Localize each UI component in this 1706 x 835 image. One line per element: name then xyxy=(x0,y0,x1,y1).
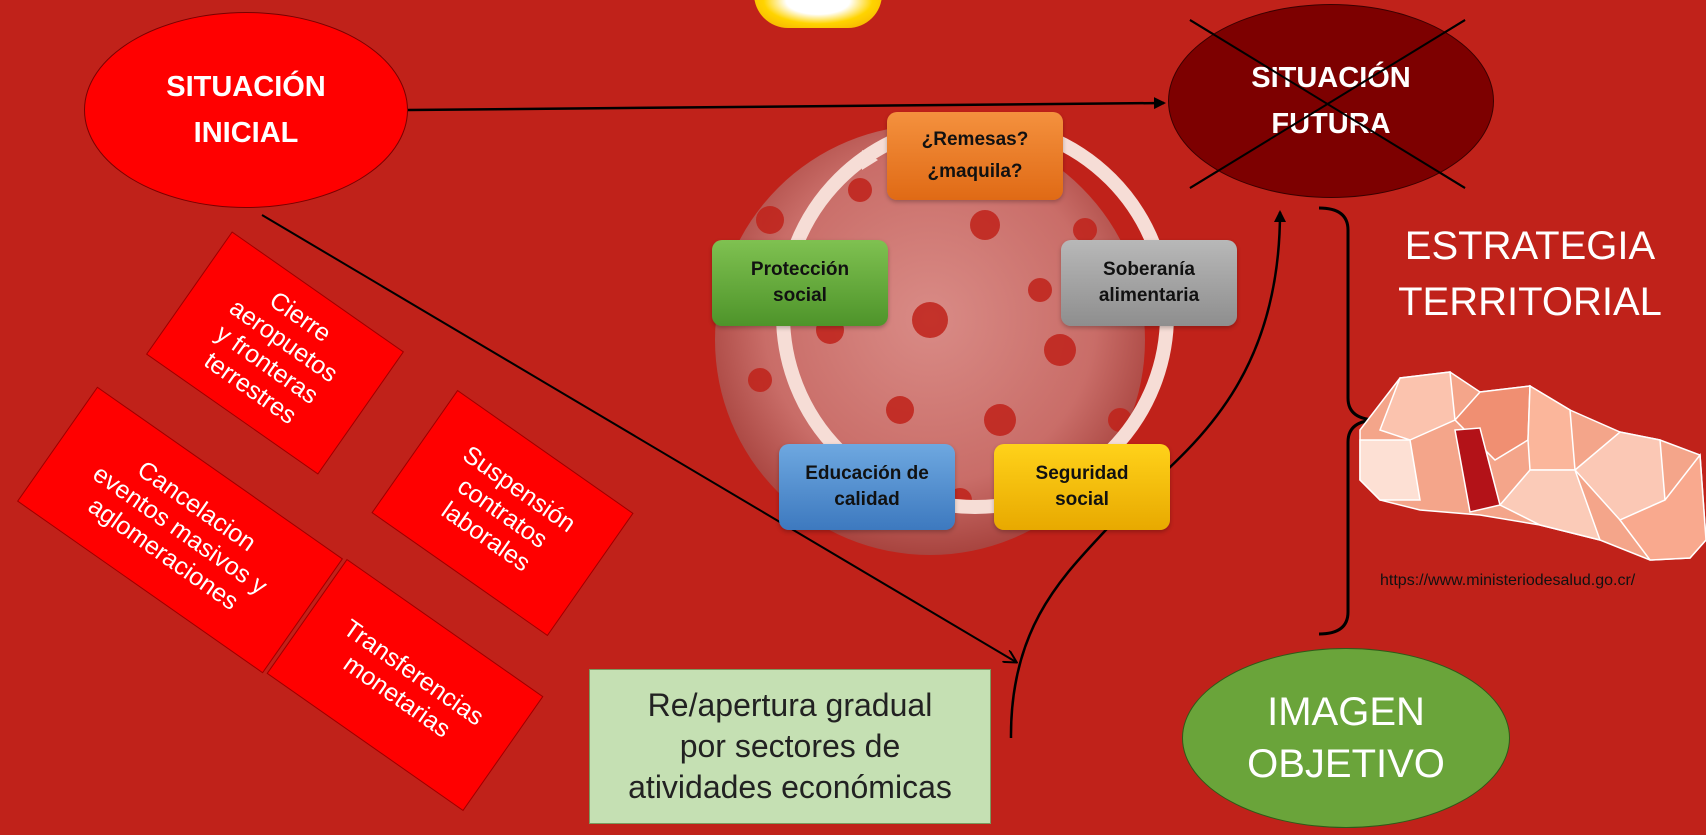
cycle-seguridad-line2: social xyxy=(1055,489,1109,510)
reapertura-box: Re/apertura gradual por sectores de ativ… xyxy=(589,669,991,824)
cycle-seguridad-line1: Seguridad xyxy=(1035,463,1129,484)
cycle-educacion-line2: calidad xyxy=(834,489,900,510)
territorial-map xyxy=(1359,371,1706,561)
cycle-soberania-line1: Soberanía xyxy=(1103,259,1195,280)
reapertura-line1: Re/apertura gradual xyxy=(647,687,933,723)
cycle-node-soberania: Soberanía alimentaria xyxy=(1061,240,1237,326)
estrategia-line1: ESTRATEGIA xyxy=(1404,224,1656,268)
cycle-node-proteccion: Protección social xyxy=(712,240,888,326)
reapertura-line3: atividades económicas xyxy=(628,769,952,805)
cycle-soberania-line2: alimentaria xyxy=(1098,285,1200,306)
imagen-objetivo-ellipse: IMAGEN OBJETIVO xyxy=(1182,648,1510,828)
lamp-graphic xyxy=(754,0,882,28)
situacion-futura-line1: SITUACIÓN xyxy=(1251,62,1411,94)
map-source-caption: https://www.ministeriodesalud.go.cr/ xyxy=(1380,572,1636,589)
imagen-objetivo-line2: OBJETIVO xyxy=(1247,742,1445,786)
cycle-remesas-line1: ¿Remesas? xyxy=(921,129,1029,150)
cycle-proteccion-line2: social xyxy=(773,285,827,306)
reapertura-line2: por sectores de xyxy=(679,728,901,764)
cycle-remesas-line2: ¿maquila? xyxy=(927,161,1023,182)
cycle-node-seguridad: Seguridad social xyxy=(994,444,1170,530)
estrategia-line2: TERRITORIAL xyxy=(1398,280,1662,324)
situacion-futura-ellipse: SITUACIÓN FUTURA xyxy=(1168,4,1494,198)
estrategia-territorial-heading: ESTRATEGIA TERRITORIAL xyxy=(1370,218,1690,330)
situacion-inicial-line2: INICIAL xyxy=(193,117,299,149)
situacion-inicial-ellipse: SITUACIÓN INICIAL xyxy=(84,12,408,208)
cycle-proteccion-line1: Protección xyxy=(750,259,850,280)
imagen-objetivo-line1: IMAGEN xyxy=(1267,690,1425,734)
cycle-node-remesas: ¿Remesas? ¿maquila? xyxy=(887,112,1063,200)
cycle-educacion-line1: Educación de xyxy=(805,463,929,484)
situacion-inicial-line1: SITUACIÓN xyxy=(166,71,326,103)
situacion-futura-line2: FUTURA xyxy=(1271,108,1391,140)
cycle-node-educacion: Educación de calidad xyxy=(779,444,955,530)
